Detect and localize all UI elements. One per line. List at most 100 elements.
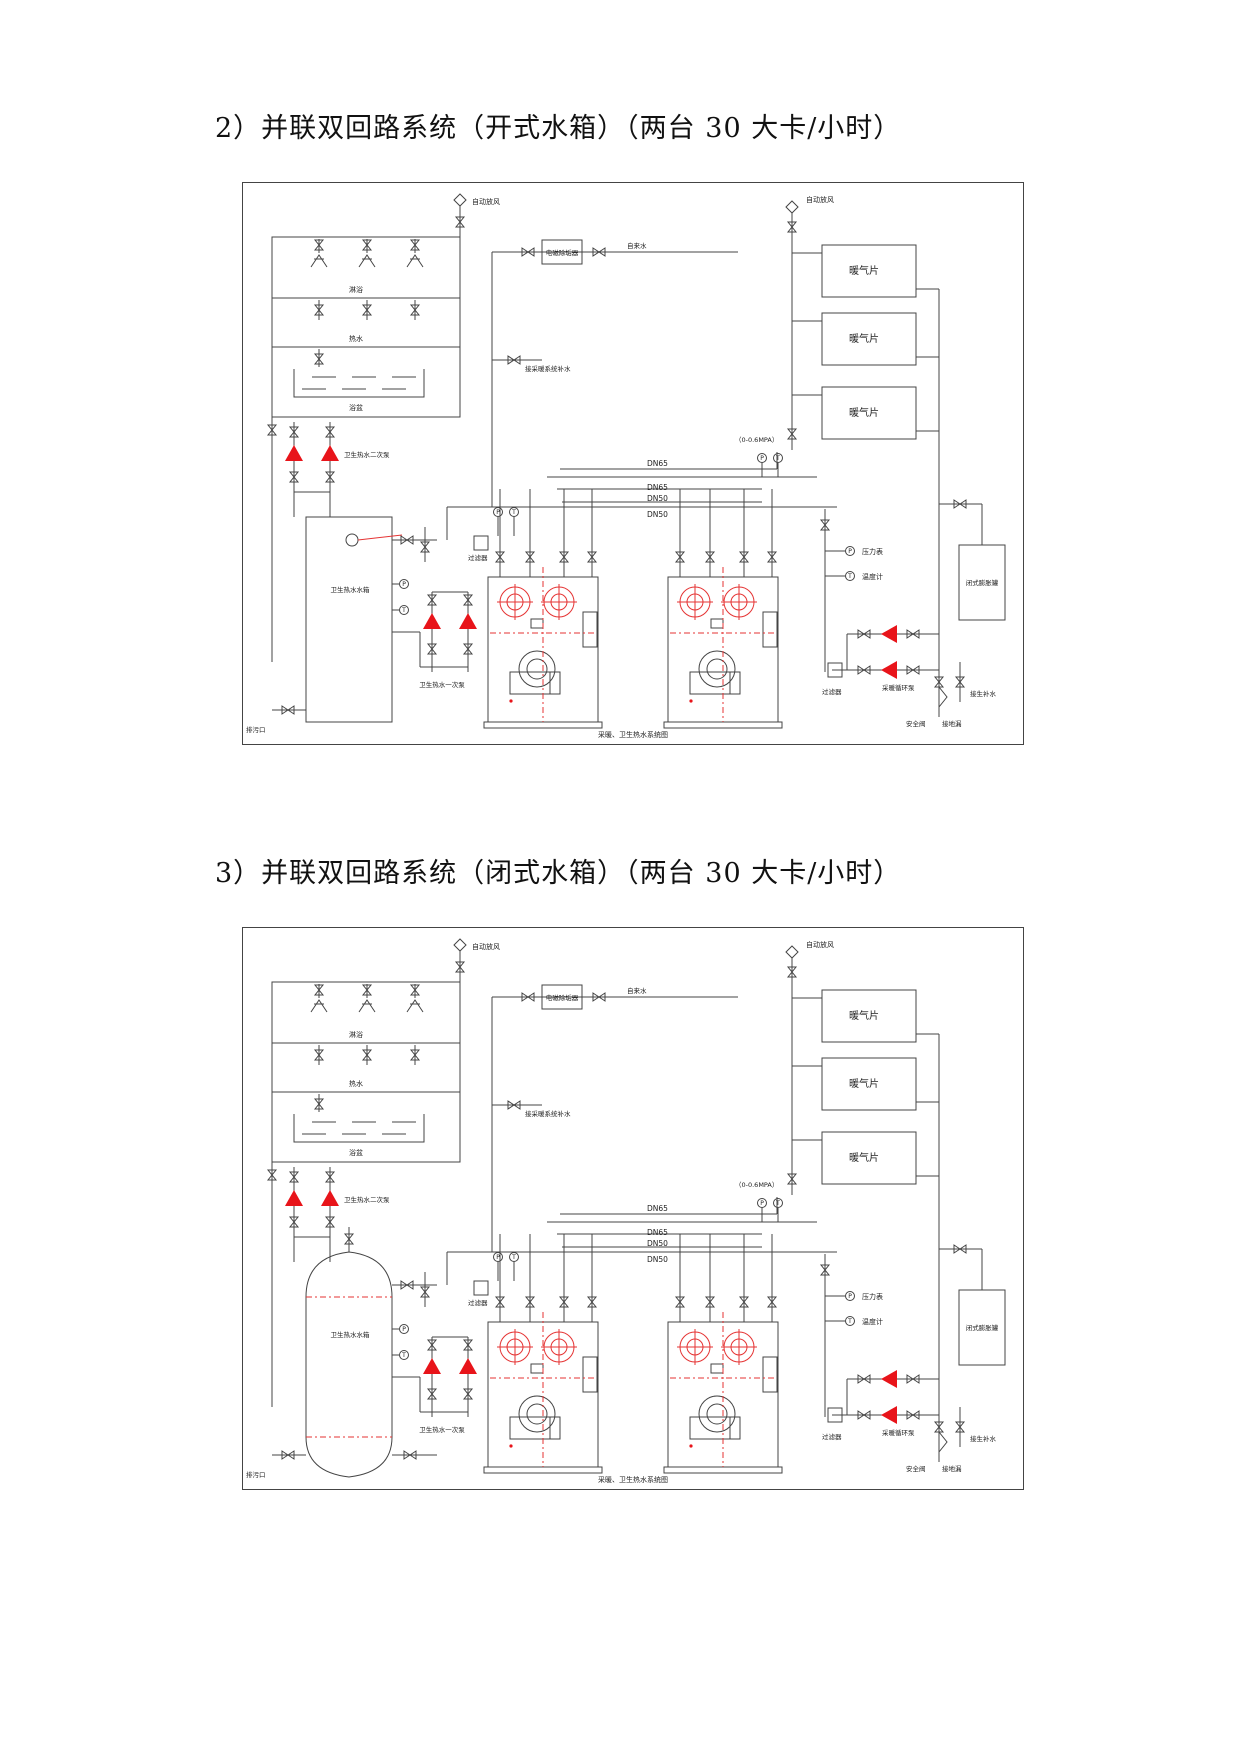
svg-text:P: P (848, 1293, 852, 1300)
radiator-label: 暖气片 (849, 406, 879, 419)
valve-icon (288, 1171, 300, 1183)
auto-vent-icon (785, 945, 799, 959)
valve-icon (400, 535, 414, 545)
label-heating-makeup: 接采暖系统补水 (525, 364, 571, 373)
valve-icon (419, 541, 431, 553)
label-bath: 浴盆 (349, 403, 363, 412)
label-pressure-range: （0-0.6MPA） (735, 436, 778, 444)
valve-icon (324, 471, 336, 483)
label-dn65-lower: DN65 (647, 483, 668, 492)
thermometer-icon: T (509, 1252, 519, 1262)
label-hot-water: 热水 (349, 334, 363, 343)
expansion-tank (958, 544, 1006, 621)
thermometer-icon: T (399, 1350, 409, 1360)
valve-icon (933, 676, 945, 688)
pump-icon (459, 1358, 477, 1374)
valve-icon (704, 551, 716, 563)
valve-icon (906, 629, 920, 639)
thermometer-icon: T (509, 507, 519, 517)
valve-icon (324, 1171, 336, 1183)
label-thermometer: 温度计 (862, 1317, 883, 1326)
valve-icon (953, 499, 967, 509)
valve-icon (586, 551, 598, 563)
dhw-tank (305, 516, 393, 723)
boiler-icon (483, 567, 603, 729)
valve-icon (409, 984, 421, 996)
heading-closed-system: 3）并联双回路系统（闭式水箱）（两台 30 大卡/小时） (215, 858, 902, 889)
pressure-gauge-icon: P (845, 546, 855, 556)
valve-icon (494, 1296, 506, 1308)
pump-icon (881, 1406, 897, 1424)
valve-icon (313, 353, 325, 365)
valve-icon (592, 992, 606, 1002)
valve-icon (400, 1280, 414, 1290)
valve-icon (857, 629, 871, 639)
auto-vent-icon (785, 200, 799, 214)
label-filter: 过滤器 (468, 553, 488, 562)
label-safety-valve: 安全阀 (906, 1464, 926, 1473)
valve-icon (462, 1388, 474, 1400)
valve-icon (953, 1244, 967, 1254)
label-auto-vent: 自动放风 (806, 940, 834, 949)
pressure-gauge-icon: P (399, 1324, 409, 1334)
system-diagram-svg: 淋浴热水浴盆自动放风电磁除垢器自来水接采暖系统补水卫生热水二次泵卫生热水水箱PT… (242, 927, 1024, 1490)
valve-icon (324, 1216, 336, 1228)
valve-icon (857, 665, 871, 675)
pressure-gauge-icon: P (399, 579, 409, 589)
diagram-frame (242, 182, 1024, 745)
system-diagram-svg: 淋浴热水浴盆自动放风电磁除垢器自来水接采暖系统补水卫生热水二次泵卫生热水水箱PT… (242, 182, 1024, 745)
valve-icon (313, 984, 325, 996)
svg-text:P: P (402, 1326, 406, 1333)
label-dhw-secondary-pump: 卫生热水二次泵 (344, 1195, 390, 1204)
valve-icon (674, 1296, 686, 1308)
radiator: 暖气片 (821, 1057, 917, 1111)
svg-text:P: P (760, 455, 764, 462)
expansion-tank (958, 1289, 1006, 1366)
pump-icon (285, 445, 303, 461)
valve-icon (313, 1049, 325, 1061)
label-tap-water: 自来水 (627, 241, 647, 250)
valve-icon (558, 551, 570, 563)
valve-icon (738, 551, 750, 563)
label-dn50: DN50 (647, 1239, 668, 1248)
valve-icon (494, 551, 506, 563)
valve-icon (906, 665, 920, 675)
radiator: 暖气片 (821, 989, 917, 1043)
valve-icon (361, 1049, 373, 1061)
shower-head-icon (406, 984, 424, 1013)
valve-icon (462, 594, 474, 606)
radiator-label: 暖气片 (849, 332, 879, 345)
diagram-frame (242, 927, 1024, 1490)
valve-icon (288, 426, 300, 438)
valve-icon (426, 1339, 438, 1351)
thermometer-icon: T (773, 453, 783, 463)
valve-icon (819, 1264, 831, 1276)
label-makeup-water: 接生补水 (970, 689, 997, 698)
label-dn65: DN65 (647, 459, 668, 468)
pump-icon (321, 445, 339, 461)
label-makeup-water: 接生补水 (970, 1434, 997, 1443)
pump-icon (285, 1190, 303, 1206)
valve-icon (592, 247, 606, 257)
filter-icon (473, 535, 489, 551)
label-shower: 淋浴 (349, 1030, 363, 1039)
label-heating-circ-pump: 采暖循环泵 (882, 1428, 915, 1437)
valve-icon (933, 1421, 945, 1433)
pump-icon (881, 625, 897, 643)
valve-icon (454, 216, 466, 228)
radiator-label: 暖气片 (849, 264, 879, 277)
label-filter: 过滤器 (468, 1298, 488, 1307)
radiator: 暖气片 (821, 1131, 917, 1185)
thermometer-icon: T (773, 1198, 783, 1208)
valve-icon (409, 1049, 421, 1061)
valve-icon (819, 519, 831, 531)
valve-icon (426, 643, 438, 655)
boiler-icon (663, 567, 783, 729)
valve-icon (313, 239, 325, 251)
valve-icon (954, 676, 966, 688)
boiler-icon (483, 1312, 603, 1474)
pressure-gauge-icon: P (757, 453, 767, 463)
shower-head-icon (310, 239, 328, 268)
label-auto-vent: 自动放风 (472, 197, 500, 206)
pump-icon (321, 1190, 339, 1206)
